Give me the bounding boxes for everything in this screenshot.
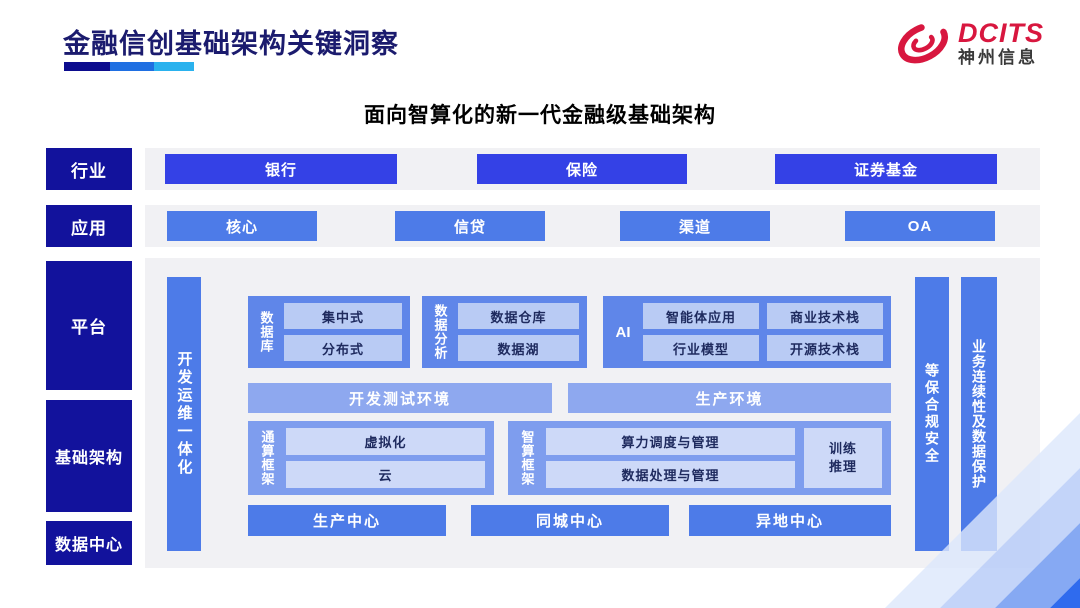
industry-item-bank: 银行	[165, 154, 397, 184]
production-environment-bar: 生产环境	[568, 383, 891, 413]
database-group: 数据库 集中式 分布式	[248, 296, 410, 368]
training-inference-box: 训练 推理	[804, 428, 882, 488]
chip-data-warehouse: 数据仓库	[458, 303, 579, 329]
chip-distributed: 分布式	[284, 335, 402, 361]
page-title: 金融信创基础架构关键洞察	[63, 29, 399, 59]
database-group-label-wrap: 数据库	[256, 303, 276, 361]
row-label-infrastructure: 基础架构	[46, 400, 132, 512]
remote-center-box: 异地中心	[689, 505, 891, 536]
data-analytics-group: 数据分析 数据仓库 数据湖	[422, 296, 587, 368]
general-framework-label-wrap: 通算框架	[257, 428, 277, 488]
platform-strip: 开发运维一体化 数据库 集中式 分布式 数据分析 数据仓库 数据湖 AI 智能体…	[145, 258, 1040, 568]
row-label-platform: 平台	[46, 261, 132, 390]
data-analytics-group-label: 数据分析	[432, 304, 448, 360]
industry-item-securities-funds: 证券基金	[775, 154, 997, 184]
database-chips: 集中式 分布式	[284, 303, 402, 361]
general-framework-chips: 虚拟化 云	[286, 428, 485, 488]
dcits-swirl-icon	[898, 22, 948, 64]
intelligent-compute-framework-group: 智算框架 算力调度与管理 数据处理与管理 训练 推理	[508, 421, 891, 495]
industry-item-insurance: 保险	[477, 154, 687, 184]
security-compliance-bar-label: 等保合规安全	[924, 363, 940, 465]
industry-strip: 银行 保险 证券基金	[145, 148, 1040, 190]
intelligent-framework-label: 智算框架	[519, 430, 535, 486]
chip-virtualization: 虚拟化	[286, 428, 485, 455]
chip-industry-models: 行业模型	[643, 335, 759, 361]
chip-commercial-stack: 商业技术栈	[767, 303, 883, 329]
database-group-label: 数据库	[258, 311, 274, 353]
chip-open-source-stack: 开源技术栈	[767, 335, 883, 361]
application-strip: 核心 信贷 渠道 OA	[145, 205, 1040, 247]
dev-test-environment-bar: 开发测试环境	[248, 383, 552, 413]
logo: DCITS 神州信息	[896, 16, 1044, 70]
chip-data-lake: 数据湖	[458, 335, 579, 361]
chip-agent-apps: 智能体应用	[643, 303, 759, 329]
logo-text: DCITS 神州信息	[958, 19, 1044, 67]
application-item-core: 核心	[167, 211, 317, 241]
application-item-channel: 渠道	[620, 211, 770, 241]
ai-group: AI 智能体应用 商业技术栈 行业模型 开源技术栈	[603, 296, 891, 368]
general-framework-label: 通算框架	[259, 430, 275, 486]
ai-chips: 智能体应用 商业技术栈 行业模型 开源技术栈	[643, 303, 883, 361]
application-item-credit: 信贷	[395, 211, 545, 241]
intelligent-framework-label-wrap: 智算框架	[517, 428, 537, 488]
chip-centralized: 集中式	[284, 303, 402, 329]
general-compute-framework-group: 通算框架 虚拟化 云	[248, 421, 494, 495]
training-line: 训练	[828, 441, 857, 457]
diagram-title: 面向智算化的新一代金融级基础架构	[364, 104, 716, 127]
logo-brand: DCITS	[958, 17, 1044, 48]
logo-company: 神州信息	[958, 48, 1038, 68]
same-city-center-box: 同城中心	[471, 505, 669, 536]
application-item-oa: OA	[845, 211, 995, 241]
chip-compute-scheduling: 算力调度与管理	[546, 428, 795, 455]
row-label-datacenter: 数据中心	[46, 521, 132, 565]
security-compliance-bar: 等保合规安全	[915, 277, 949, 551]
business-continuity-bar-label: 业务连续性及数据保护	[971, 339, 987, 489]
chip-data-processing: 数据处理与管理	[546, 461, 795, 488]
row-label-industry: 行业	[46, 148, 132, 190]
underline-segment-cyan	[154, 62, 194, 71]
intelligent-framework-chips: 算力调度与管理 数据处理与管理	[546, 428, 795, 488]
inference-line: 推理	[828, 459, 857, 474]
title-underline	[64, 62, 194, 71]
underline-segment-dark	[64, 62, 110, 71]
production-center-box: 生产中心	[248, 505, 446, 536]
data-analytics-group-label-wrap: 数据分析	[430, 303, 450, 361]
business-continuity-bar: 业务连续性及数据保护	[961, 277, 997, 551]
underline-segment-blue	[110, 62, 154, 71]
devops-vertical-bar: 开发运维一体化	[167, 277, 201, 551]
devops-vertical-bar-label: 开发运维一体化	[175, 351, 193, 477]
chip-cloud: 云	[286, 461, 485, 488]
row-label-application: 应用	[46, 205, 132, 247]
ai-group-label: AI	[615, 323, 631, 341]
data-analytics-chips: 数据仓库 数据湖	[458, 303, 579, 361]
